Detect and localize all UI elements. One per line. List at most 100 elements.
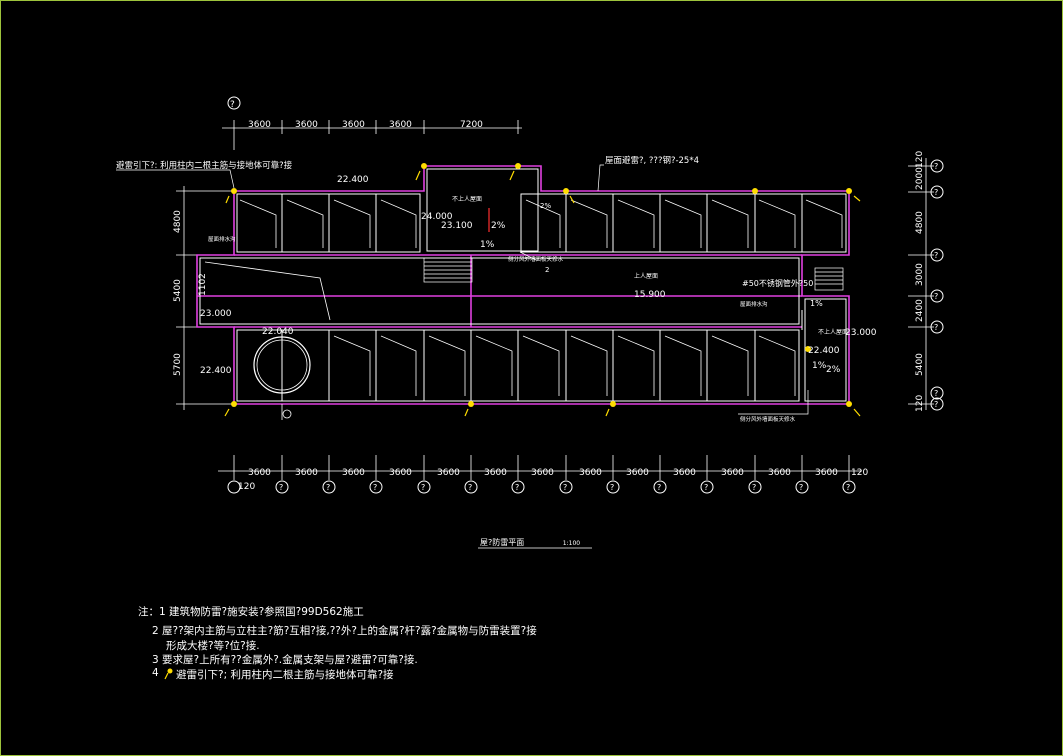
bottom-dim-3: 3600 (342, 468, 365, 478)
small-note-1: 侧分风外墙面板天修水 (508, 255, 564, 263)
bottom-dimension-line (218, 455, 862, 480)
down-conductor-markers (231, 163, 852, 407)
note-3: 3 要求屋?上所有??金属外?.金属支架与屋?避雷?可靠?接. (152, 654, 418, 666)
bottom-dim-4: 3600 (389, 468, 412, 478)
svg-text:?: ? (752, 483, 756, 492)
down-conductor-ticks (224, 170, 861, 417)
stairs (423, 257, 844, 291)
right-dim-5: 5400 (915, 353, 925, 376)
svg-text:?: ? (704, 483, 708, 492)
roof-label-c: 不上人屋面 (818, 328, 848, 336)
right-dim-1: 2000 (915, 167, 925, 190)
svg-text:?: ? (421, 483, 425, 492)
right-dim-3: 3000 (915, 263, 925, 286)
axis-bubble-top (227, 96, 241, 110)
small-note-2: 侧分风外墙面板天修水 (740, 415, 796, 423)
bottom-axis-bubbles (227, 480, 856, 494)
note-4: 避雷引下?; 利用柱内二根主筋与接地体可靠?接 (176, 669, 394, 681)
svg-text:?: ? (468, 483, 472, 492)
elev-22400-b: 22.400 (200, 366, 232, 376)
left-dim-2: 5400 (173, 279, 183, 302)
bottom-dim-left: 120 (238, 482, 255, 492)
note-4-number: 4 (152, 667, 159, 679)
roof-label-a: 上人屋面 (634, 272, 658, 280)
top-dim-5: 7200 (460, 120, 483, 130)
drawing-title-text: 屋?防雷平面 (480, 538, 525, 547)
svg-text:?: ? (846, 483, 850, 492)
small-note-4: 屋面排水沟 (740, 300, 768, 308)
bottom-dim-12: 3600 (768, 468, 791, 478)
bottom-dim-9: 3600 (626, 468, 649, 478)
elev-23100: 23.100 (441, 221, 473, 231)
bottom-dim-10: 3600 (673, 468, 696, 478)
slope-1-c: 1% (810, 299, 823, 308)
bottom-dim-13: 3600 (815, 468, 838, 478)
slope-2-b: 2% (826, 365, 841, 375)
top-dim-4: 3600 (389, 120, 412, 130)
top-dim-2: 3600 (295, 120, 318, 130)
small-note-3: 屋面排水沟 (208, 235, 236, 243)
left-dimension-line (176, 186, 232, 410)
bottom-dim-8: 3600 (579, 468, 602, 478)
water-tank (253, 336, 311, 420)
roof-label-b: 不上人屋面 (452, 195, 482, 203)
top-dim-3: 3600 (342, 120, 365, 130)
svg-text:?: ? (515, 483, 519, 492)
pipe-note: #50不锈钢管外?50 (742, 278, 813, 288)
svg-text:?: ? (934, 389, 938, 398)
svg-text:?: ? (230, 100, 235, 110)
lightning-belt (196, 165, 850, 405)
svg-text:?: ? (373, 483, 377, 492)
leaders (116, 164, 809, 415)
roof-strip-note: 屋面避雷?, ???钢?-25*4 (605, 155, 699, 166)
elev-15900: 15.900 (634, 290, 666, 300)
slope-1-b: 1% (812, 361, 827, 371)
top-dim-1: 3600 (248, 120, 271, 130)
bottom-dim-end: 120 (851, 468, 868, 478)
bottom-dim-5: 3600 (437, 468, 460, 478)
svg-text:?: ? (934, 251, 938, 260)
elev-23000: 23.000 (200, 309, 232, 319)
left-dim-3: 5700 (173, 353, 183, 376)
walls (199, 168, 847, 402)
note-2b: 形成大楼?等?位?接. (166, 640, 260, 652)
right-dim-2: 4800 (915, 211, 925, 234)
bottom-dim-1: 3600 (248, 468, 271, 478)
slope-2-a: 2% (491, 221, 506, 231)
svg-text:?: ? (326, 483, 330, 492)
tag-1: 2% (540, 202, 551, 210)
elev-22400-a: 22.400 (337, 175, 369, 185)
bottom-dim-6: 3600 (484, 468, 507, 478)
drawing-scale: 1:100 (562, 540, 581, 547)
svg-text:?: ? (279, 483, 283, 492)
bottom-axis-glyphs: ? ? ? ? ? ? ? ? ? ? ? ? ? (279, 483, 850, 492)
svg-text:?: ? (934, 292, 938, 301)
down-conductor-legend-icon (164, 668, 173, 680)
svg-text:?: ? (934, 188, 938, 197)
right-axis-bubbles (930, 159, 944, 411)
svg-text:?: ? (934, 400, 938, 409)
right-axis-glyphs: ? ? ? ? ? ? ? (934, 162, 938, 409)
right-dim-top: 120 (915, 151, 925, 168)
bottom-dim-2: 3600 (295, 468, 318, 478)
svg-text:?: ? (563, 483, 567, 492)
top-dimension-line (222, 120, 522, 150)
slope-1-a: 1% (480, 240, 495, 250)
bottom-dim-11: 3600 (721, 468, 744, 478)
room-diagonals (204, 199, 843, 396)
svg-text:?: ? (934, 323, 938, 332)
elev-24000: 24.000 (421, 212, 453, 222)
svg-text:?: ? (610, 483, 614, 492)
right-dim-4: 2400 (915, 299, 925, 322)
left-small-dim: 1102 (198, 273, 208, 296)
right-dim-bottom: 120 (915, 395, 925, 412)
drawing-title: 屋?防雷平面 1:100 (480, 537, 580, 548)
elev-22040: 22.040 (262, 327, 294, 337)
tag-2: 2 (545, 266, 549, 274)
note-1: 注：1 建筑物防雷?施安装?参照国?99D562施工 (138, 606, 364, 618)
right-dimension-line (908, 158, 934, 410)
bottom-dim-7: 3600 (531, 468, 554, 478)
svg-text:?: ? (657, 483, 661, 492)
svg-text:?: ? (799, 483, 803, 492)
